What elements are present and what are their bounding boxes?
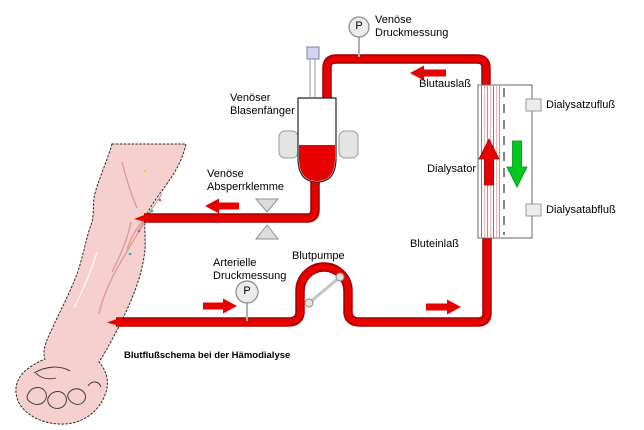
venous-line-arrow-left — [205, 198, 239, 214]
blood-inlet-arrow-right — [426, 299, 461, 315]
arterial-line-arrow-right — [203, 298, 237, 314]
label-blood-inlet: Bluteinlaß — [410, 238, 459, 250]
arm-highlight — [73, 251, 98, 309]
catcher-clamp-left — [278, 130, 299, 159]
top-tube — [323, 55, 490, 100]
venous-gauge-letter: P — [355, 20, 363, 32]
blood-tubing — [107, 54, 492, 327]
label-blood-outlet: Blutauslaß — [419, 78, 471, 90]
label-dialyzer: Dialysator — [427, 163, 476, 175]
dialysate-inflow-port — [525, 98, 542, 112]
blood-outlet-arrow-left — [410, 65, 446, 81]
arterial-needle-tip — [107, 317, 121, 327]
clamp-jaw-upper — [254, 198, 280, 213]
dialyzer-unit — [477, 84, 542, 239]
vein-specks — [128, 169, 162, 256]
label-venous-clamp: Venöse Absperrklemme — [207, 168, 285, 193]
venous-return-tube — [144, 176, 319, 222]
label-blood-pump: Blutpumpe — [292, 250, 345, 262]
catcher-blood-level — [299, 145, 335, 181]
label-venous-pressure: Venöse Druckmessung — [375, 14, 449, 39]
venous-clamp-jaws — [254, 198, 280, 240]
dialysate-flow-down-arrow — [506, 140, 528, 188]
label-bubble-catcher: Venöser Blasenfänger — [230, 92, 295, 117]
clamp-jaw-lower — [254, 224, 280, 240]
fist-detail-lines — [26, 366, 102, 409]
patient-arm-illustration — [15, 143, 187, 425]
diagram-caption: Blutflußschema bei der Hämodialyse — [124, 350, 291, 361]
arterial-pressure-gauge — [235, 280, 259, 321]
arm-outline — [15, 143, 187, 425]
dialysate-outflow-port — [525, 203, 542, 217]
flow-direction-arrows — [203, 65, 461, 315]
label-dialysate-outflow: Dialysatabfluß — [546, 204, 616, 216]
blood-flow-up-arrow — [478, 138, 500, 186]
label-arterial-pressure: Arterielle Druckmessung — [213, 257, 287, 282]
catcher-infusion-port — [306, 46, 320, 98]
blood-pump-roller — [304, 272, 345, 308]
label-dialysate-inflow: Dialysatzufluß — [546, 99, 616, 111]
catcher-clamp-right — [338, 130, 359, 159]
venous-pressure-gauge — [348, 16, 370, 57]
arterial-gauge-letter: P — [243, 285, 251, 297]
venous-needle-tip — [134, 213, 148, 223]
venous-bubble-catcher — [278, 46, 359, 183]
